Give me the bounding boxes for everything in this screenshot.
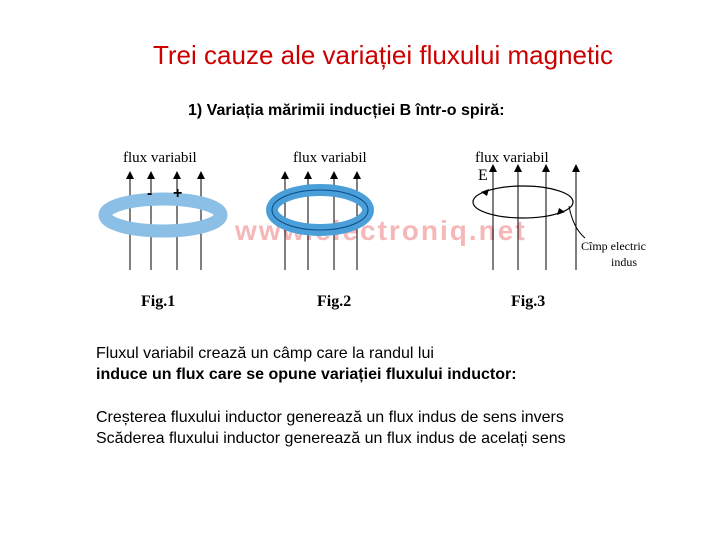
fig1-flux-label: flux variabil: [123, 150, 197, 166]
fig3-e-label: E: [478, 167, 488, 184]
flux-figure: www.electroniq.net flux variabil - + Fig…: [95, 140, 695, 320]
fig2-flux-label: flux variabil: [293, 150, 367, 166]
text-line-3: Creșterea fluxului inductor generează un…: [96, 407, 566, 428]
fig1-diagram: flux variabil - + Fig.1: [105, 150, 221, 310]
fig3-flux-label: flux variabil: [475, 150, 549, 166]
explanation-paragraph: Fluxul variabil crează un câmp care la r…: [96, 343, 517, 385]
fig2-diagram: flux variabil Fig.2: [272, 150, 368, 310]
text-line-4: Scăderea fluxului inductor generează un …: [96, 428, 566, 449]
fig3-caption: Fig.3: [511, 293, 545, 310]
fig3-field-label-1: Cîmp electric: [581, 239, 646, 253]
fig2-caption: Fig.2: [317, 293, 351, 310]
slide-title: Trei cauze ale variației fluxului magnet…: [0, 40, 720, 71]
text-line-1: Fluxul variabil crează un câmp care la r…: [96, 343, 517, 364]
fig3-field-label-2: indus: [611, 255, 637, 269]
text-line-2: induce un flux care se opune variației f…: [96, 364, 517, 385]
fig1-minus-sign: -: [147, 185, 152, 202]
rules-paragraph: Creșterea fluxului inductor generează un…: [96, 407, 566, 449]
fig1-plus-sign: +: [173, 185, 182, 202]
fig1-ring: [105, 199, 221, 231]
slide-subtitle: 1) Variația mărimii inducției B într-o s…: [188, 102, 505, 120]
fig1-caption: Fig.1: [141, 293, 175, 310]
